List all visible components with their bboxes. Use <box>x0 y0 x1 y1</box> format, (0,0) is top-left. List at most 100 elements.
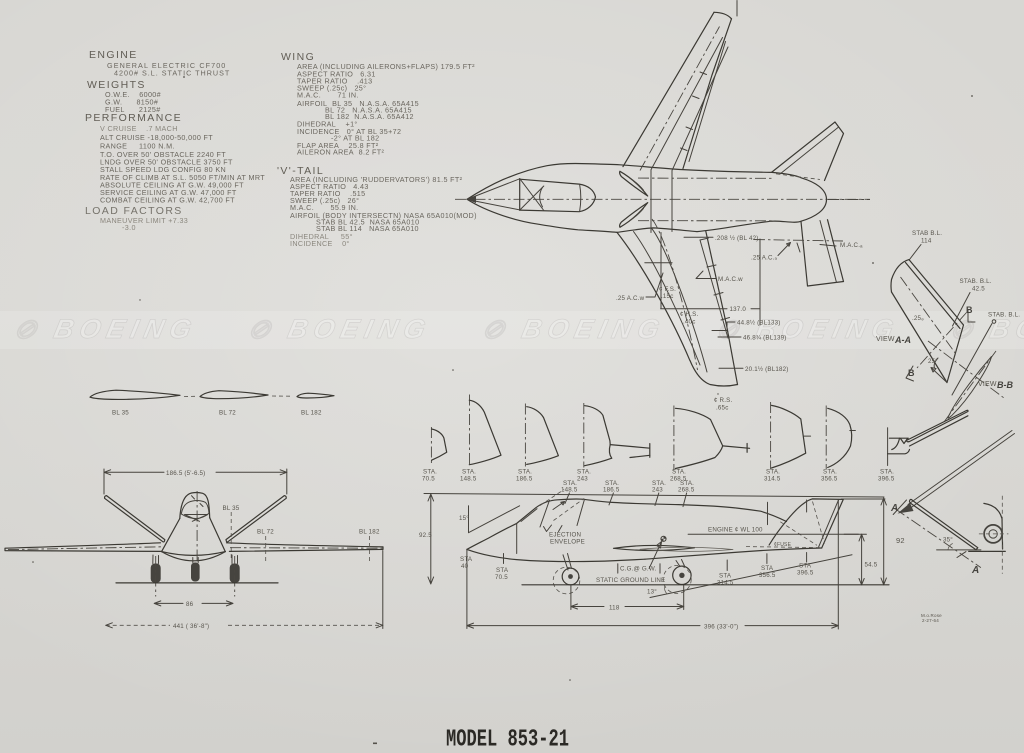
svg-text:STA.: STA. <box>577 469 591 476</box>
svg-text:.25ₔ: .25ₔ <box>912 315 924 322</box>
svg-text:.208 ½ (BL 42): .208 ½ (BL 42) <box>715 235 759 242</box>
svg-text:STA.: STA. <box>423 469 437 476</box>
svg-text:A: A <box>971 565 979 576</box>
svg-text:268.5: 268.5 <box>670 476 687 483</box>
svg-text:STA.: STA. <box>880 469 894 476</box>
svg-text:VIEW: VIEW <box>978 381 997 388</box>
svg-text:.25 A.C.ₔ: .25 A.C.ₔ <box>751 255 778 262</box>
svg-text:STA: STA <box>719 573 732 580</box>
svg-text:ASPECT RATIO 6.31: ASPECT RATIO 6.31 <box>297 70 376 79</box>
svg-text:268.5: 268.5 <box>678 487 695 494</box>
svg-text:54.5: 54.5 <box>865 562 878 569</box>
svg-text:DIHEDRAL 55°: DIHEDRAL 55° <box>290 232 353 241</box>
svg-text:MODEL 853-21: MODEL 853-21 <box>446 727 569 753</box>
svg-text:243: 243 <box>652 487 663 494</box>
svg-text:STA.: STA. <box>680 480 694 487</box>
svg-text:356.5: 356.5 <box>821 476 838 483</box>
svg-text:B: B <box>966 305 973 315</box>
svg-text:13°: 13° <box>647 589 657 596</box>
svg-text:ENVELOPE: ENVELOPE <box>550 539 585 546</box>
svg-text:TAPER RATIO .515: TAPER RATIO .515 <box>290 189 365 198</box>
svg-text:STA.: STA. <box>766 469 780 476</box>
svg-text:AIRFOIL BL 35 N.A.S.A. 65A4: AIRFOIL BL 35 N.A.S.A. 65A415 <box>297 99 419 108</box>
svg-text:20.1½ (BL182): 20.1½ (BL182) <box>745 366 789 373</box>
svg-text:¢FUSE: ¢FUSE <box>774 542 792 548</box>
svg-text:BL 182 N.A.S.A. 65A412: BL 182 N.A.S.A. 65A412 <box>325 112 414 121</box>
svg-text:ALT CRUISE -18,000-50,000 FT: ALT CRUISE -18,000-50,000 FT <box>100 133 213 142</box>
svg-text:35°: 35° <box>943 537 953 544</box>
svg-text:BL 182: BL 182 <box>359 529 380 536</box>
svg-text:396 (33'-0"): 396 (33'-0") <box>704 624 738 631</box>
svg-text:STATIC GROUND LINE: STATIC GROUND LINE <box>596 577 665 584</box>
svg-text:BL 72 N.A.S.A. 65A415: BL 72 N.A.S.A. 65A415 <box>325 106 412 115</box>
svg-text:O.W.E. 6000#: O.W.E. 6000# <box>105 90 161 99</box>
svg-text:V CRUISE .7 MACH: V CRUISE .7 MACH <box>100 124 178 133</box>
svg-text:STA.: STA. <box>462 469 476 476</box>
svg-text:TAPER RATIO .413: TAPER RATIO .413 <box>297 77 372 86</box>
svg-text:¢ H.S.: ¢ H.S. <box>680 311 698 318</box>
svg-text:STALL SPEED LDG CONFIG 80 KN: STALL SPEED LDG CONFIG 80 KN <box>100 165 226 174</box>
svg-text:42.5: 42.5 <box>972 286 985 293</box>
svg-text:STA.: STA. <box>605 480 619 487</box>
svg-text:15°: 15° <box>459 515 469 522</box>
svg-text:SERVICE CEILING AT G.W. 47,00: SERVICE CEILING AT G.W. 47,000 FT <box>100 188 237 197</box>
svg-text:FUEL 2125#: FUEL 2125# <box>105 105 161 114</box>
svg-text:186.5 (5'-6.5): 186.5 (5'-6.5) <box>166 470 205 477</box>
svg-text:A-A: A-A <box>894 335 911 345</box>
svg-text:.40c: .40c <box>683 319 696 326</box>
svg-text:148.5: 148.5 <box>561 487 578 494</box>
svg-text:VIEW: VIEW <box>876 336 895 343</box>
svg-text:M.A.C.w: M.A.C.w <box>718 276 743 283</box>
svg-text:STA.: STA. <box>672 469 686 476</box>
svg-text:92: 92 <box>896 536 905 545</box>
svg-text:'V'-TAIL: 'V'-TAIL <box>277 165 324 177</box>
svg-text:M.A.C. 71 IN.: M.A.C. 71 IN. <box>297 91 359 100</box>
svg-text:441 ( 36'-8"): 441 ( 36'-8") <box>173 623 209 630</box>
svg-text:GENERAL ELECTRIC CF700: GENERAL ELECTRIC CF700 <box>107 61 226 70</box>
svg-text:ABSOLUTE CEILING AT G.W. 49,00: ABSOLUTE CEILING AT G.W. 49,000 FT <box>100 181 244 190</box>
svg-text:148.5: 148.5 <box>460 476 477 483</box>
svg-text:186.5: 186.5 <box>603 487 620 494</box>
svg-text:BL 72: BL 72 <box>257 529 274 536</box>
svg-text:.25 A.C.w: .25 A.C.w <box>616 295 645 302</box>
svg-text:STA.: STA. <box>563 480 577 487</box>
svg-text:DIHEDRAL +1°: DIHEDRAL +1° <box>297 120 358 129</box>
svg-text:¢ R.S.: ¢ R.S. <box>714 397 732 404</box>
svg-text:396.5: 396.5 <box>878 476 895 483</box>
svg-text:SWEEP (.25c) 25°: SWEEP (.25c) 25° <box>297 84 366 93</box>
svg-text:AREA (INCLUDING AILERONS+FLAPS: AREA (INCLUDING AILERONS+FLAPS) 179.5 FT… <box>297 62 475 71</box>
svg-text:92.5: 92.5 <box>419 532 432 539</box>
svg-text:AILERON AREA 8.2 FT²: AILERON AREA 8.2 FT² <box>297 148 384 157</box>
svg-text:STAB BL 42.5 NASA 65A010: STAB BL 42.5 NASA 65A010 <box>316 218 419 227</box>
svg-text:EJECTION: EJECTION <box>549 532 581 539</box>
svg-text:70.5: 70.5 <box>422 476 435 483</box>
svg-text:STAB. B.L.: STAB. B.L. <box>960 278 992 285</box>
svg-text:STAB B.L.: STAB B.L. <box>912 230 942 237</box>
svg-text:M.o.Rose: M.o.Rose <box>921 613 942 618</box>
svg-text:MANEUVER LIMIT +7.33: MANEUVER LIMIT +7.33 <box>100 216 188 225</box>
svg-text:25°: 25° <box>928 358 938 365</box>
svg-text:186.5: 186.5 <box>516 476 533 483</box>
svg-text:STA.: STA. <box>518 469 532 476</box>
svg-text:RANGE 1100 N.M.: RANGE 1100 N.M. <box>100 142 175 151</box>
svg-text:STA.: STA. <box>652 480 666 487</box>
svg-text:INCIDENCE 0°: INCIDENCE 0° <box>290 239 350 248</box>
svg-text:86: 86 <box>186 601 194 608</box>
svg-text:A: A <box>890 503 898 514</box>
svg-text:FLAP AREA 25.8 FT²: FLAP AREA 25.8 FT² <box>297 141 379 150</box>
svg-text:WEIGHTS: WEIGHTS <box>87 79 146 91</box>
svg-text:BL 182: BL 182 <box>301 410 322 417</box>
svg-text:ENGINE: ENGINE <box>89 49 138 61</box>
svg-text:AREA (INCLUDING 'RUDDERVATORS': AREA (INCLUDING 'RUDDERVATORS') 81.5 FT² <box>290 175 463 184</box>
svg-text:WING: WING <box>281 51 315 63</box>
svg-text:T.O. OVER 50' OBSTACLE 2240 F: T.O. OVER 50' OBSTACLE 2240 FT <box>100 150 226 159</box>
svg-text:314.5: 314.5 <box>717 580 734 587</box>
svg-text:137.0: 137.0 <box>730 306 747 313</box>
svg-text:.15c: .15c <box>661 293 674 300</box>
svg-text:BL 35: BL 35 <box>223 505 240 512</box>
svg-text:STAB. B.L.: STAB. B.L. <box>988 312 1020 319</box>
svg-text:396.5: 396.5 <box>797 570 814 577</box>
svg-text:STAB BL 114 NASA 65A010: STAB BL 114 NASA 65A010 <box>316 224 419 233</box>
svg-text:46.8¾ (BL139): 46.8¾ (BL139) <box>743 335 787 342</box>
svg-text:G.W. 8150#: G.W. 8150# <box>105 98 158 107</box>
